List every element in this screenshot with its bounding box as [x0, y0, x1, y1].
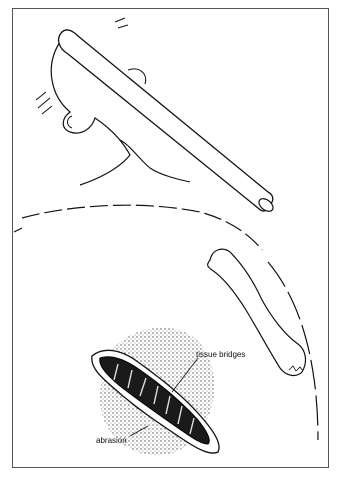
body-contour-top: [22, 205, 262, 250]
baseball-bat: [59, 30, 273, 211]
neck-outline: [120, 140, 190, 182]
motion-lines-top: [115, 18, 128, 28]
ear-outline: [68, 116, 73, 128]
abrasion-label: abrasion: [96, 436, 127, 445]
tissue-bridges-label: tissue bridges: [196, 350, 245, 359]
body-contour-left: [14, 228, 22, 232]
motion-lines-side: [36, 92, 52, 114]
